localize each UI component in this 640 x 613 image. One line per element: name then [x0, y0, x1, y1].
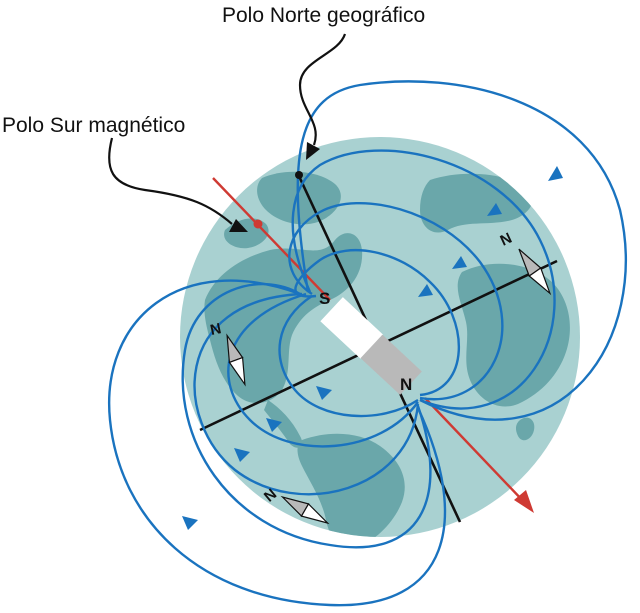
field-line-outer [296, 80, 627, 421]
south-pointer-line [108, 137, 233, 225]
field-line-left-4 [181, 282, 432, 549]
continent-north-america [204, 233, 363, 404]
compass-needle-3 [280, 495, 330, 525]
field-line-mid-1 [291, 149, 556, 410]
continent-europe [420, 173, 533, 233]
magnetic-axis-top [212, 177, 331, 301]
field-line-left-2 [227, 292, 419, 448]
continent-south-america [297, 433, 405, 537]
geographic-north-label: Polo Norte geográfico [222, 4, 426, 27]
magnetic-axis-bottom [424, 397, 526, 504]
compass-needle-1 [518, 248, 552, 296]
needle-south-half [528, 267, 552, 296]
magnetic-axis-arrowhead [514, 490, 534, 513]
magnetic-south-label: Polo Sur magnético [2, 114, 186, 137]
compass-needle-2 [226, 333, 246, 387]
geographic-north-pole-dot [295, 171, 303, 179]
field-arrowheads [182, 166, 563, 530]
magnet-north-label: N [400, 375, 412, 394]
continent-island [515, 417, 535, 441]
field-line-inner-2 [288, 201, 504, 401]
magnet-south-label: S [319, 289, 330, 308]
field-line-left-outer [107, 279, 447, 607]
north-pointer-line [298, 33, 347, 146]
continent-africa [457, 263, 570, 407]
arrowhead [266, 418, 282, 432]
arrowhead [418, 284, 433, 297]
south-pointer-arrowhead [229, 219, 248, 232]
magnet-north-half [360, 334, 422, 395]
north-pointer-arrowhead [306, 142, 320, 160]
arrowhead [316, 386, 332, 400]
arrowhead [182, 516, 198, 530]
needle-south-half [228, 356, 246, 387]
arrowhead [487, 203, 502, 216]
arrowhead [234, 448, 250, 462]
magnetic-south-pole-dot [253, 219, 263, 229]
magnetic-field-lines [107, 80, 627, 607]
arrowhead [548, 166, 563, 181]
compass-2-letter: N [209, 320, 223, 339]
arrowhead [452, 256, 467, 269]
field-line-left-inner [278, 294, 419, 418]
field-line-left-3 [193, 292, 420, 496]
bar-magnet [320, 297, 422, 395]
needle-south-half [300, 502, 330, 525]
continent-central-america [264, 400, 303, 448]
